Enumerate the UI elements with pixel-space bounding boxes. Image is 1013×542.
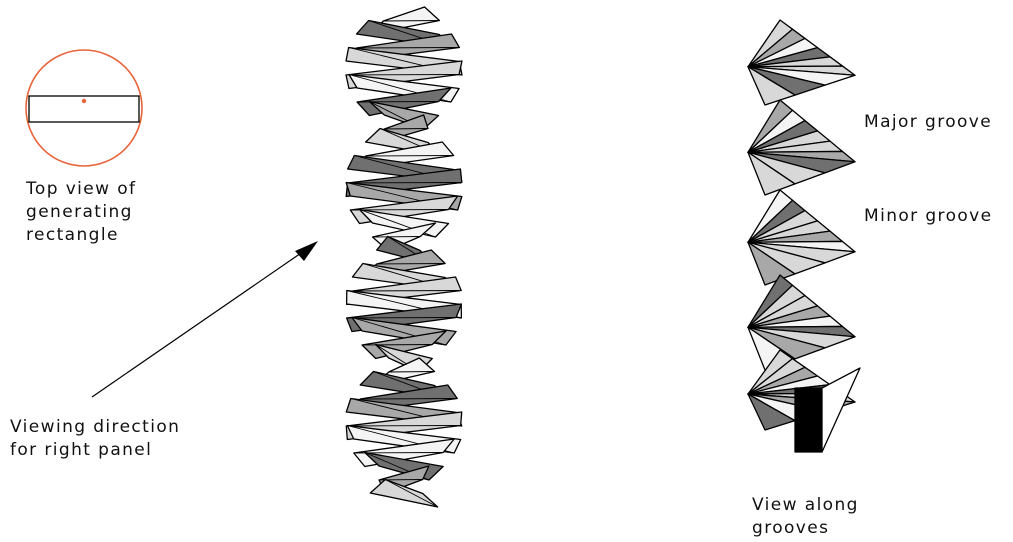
double-helix-side-view [346,7,462,507]
viewing-direction-arrow [92,241,318,397]
groove-end-face [822,368,860,452]
helix-facet-edge [362,345,432,346]
view-along-grooves-caption: View along grooves [752,494,859,540]
helix-facet-edge [348,183,462,184]
helix-facet-edge [389,372,435,373]
helix-facet-edge [377,264,445,265]
helix-facet-edge [360,399,457,400]
helix-facet-edge [366,156,454,157]
helix-facet-edge [356,48,459,49]
helix-facet-edge [373,237,421,238]
viewing-direction-caption: Viewing direction for right panel [10,416,180,462]
helix-facet-edge [384,129,428,130]
major-groove-label: Major groove [864,111,992,134]
rotation-center-dot [82,99,86,103]
generating-rectangle-top-view [26,50,142,166]
helix-facet-edge [347,318,456,319]
helix-facet-edge [346,75,459,76]
helix-facet-edge [352,291,461,292]
double-helix-groove-view [748,20,860,452]
groove-end-block [795,388,822,452]
top-view-caption: Top view of generating rectangle [26,178,136,247]
helix-facet-edge [346,426,460,427]
helix-facet-edge [383,21,439,22]
minor-groove-label: Minor groove [864,205,993,228]
